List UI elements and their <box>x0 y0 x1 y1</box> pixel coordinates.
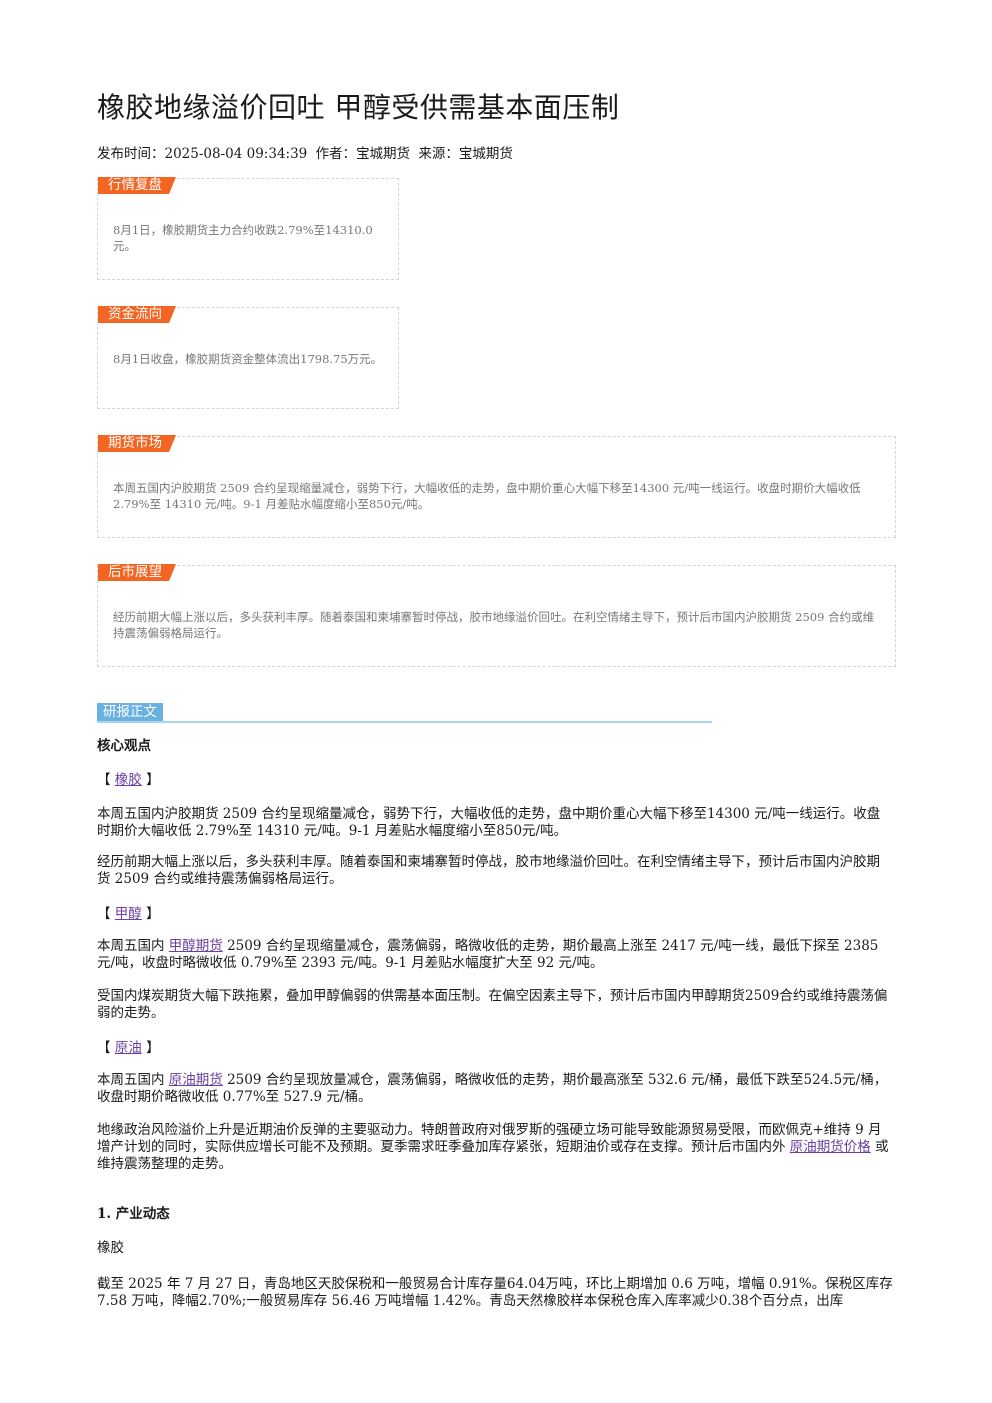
industry-paragraph-1: 截至 2025 年 7 月 27 日，青岛地区天胶保税和一般贸易合计库存量64.… <box>97 1276 893 1309</box>
publish-time: 2025-08-04 09:34:39 <box>164 146 308 162</box>
author-label: 作者： <box>315 146 357 162</box>
methanol-futures-link[interactable]: 甲醇期货 <box>168 938 223 954</box>
capital-flow-text: 8月1日收盘，橡胶期货资金整体流出1798.75万元。 <box>113 352 383 366</box>
methanol-link[interactable]: 甲醇 <box>114 906 142 922</box>
core-view-title: 核心观点 <box>97 738 151 754</box>
futures-market-tag: 期货市场 <box>98 435 176 452</box>
bracket-close: 】 <box>146 772 160 788</box>
outlook-box: 后市展望 经历前期大幅上涨以后，多头获利丰厚。随着泰国和柬埔寨暂时停战，胶市地缘… <box>97 565 896 667</box>
report-section-bar: 研报正文 <box>97 703 712 723</box>
source: 宝城期货 <box>458 146 513 162</box>
futures-market-text: 本周五国内沪胶期货 2509 合约呈现缩量减仓，弱势下行，大幅收低的走势，盘中期… <box>113 481 861 511</box>
article-meta: 发布时间：2025-08-04 09:34:39 作者：宝城期货 来源：宝城期货 <box>97 142 517 162</box>
rubber-paragraph-1: 本周五国内沪胶期货 2509 合约呈现缩量减仓，弱势下行，大幅收低的走势，盘中期… <box>97 806 881 839</box>
market-review-text: 8月1日，橡胶期货主力合约收跌2.79%至14310.0元。 <box>113 223 373 253</box>
publish-label: 发布时间： <box>97 146 165 162</box>
methanol-paragraph-1: 本周五国内 甲醇期货 2509 合约呈现缩量减仓，震荡偏弱，略微收低的走势，期价… <box>97 938 893 972</box>
rubber-paragraph-2: 经历前期大幅上涨以后，多头获利丰厚。随着泰国和柬埔寨暂时停战，胶市地缘溢价回吐。… <box>97 854 880 887</box>
rubber-heading: 【 橡胶 】 <box>97 772 893 789</box>
market-review-tag: 行情复盘 <box>98 177 176 194</box>
crude-heading: 【 原油 】 <box>97 1040 893 1057</box>
industry-subtitle: 橡胶 <box>97 1240 124 1256</box>
crude-price-link[interactable]: 原油期货价格 <box>789 1139 871 1155</box>
crude-paragraph-1: 本周五国内 原油期货 2509 合约呈现放量减仓，震荡偏弱，略微收低的走势，期价… <box>97 1072 893 1106</box>
crude-futures-link[interactable]: 原油期货 <box>168 1072 223 1088</box>
methanol-p1-rest: 2509 合约呈现缩量减仓，震荡偏弱，略微收低的走势，期价最高上涨至 2417 … <box>97 938 879 971</box>
crude-p1-rest: 2509 合约呈现放量减仓，震荡偏弱，略微收低的走势，期价最高涨至 532.6 … <box>97 1072 888 1105</box>
rubber-link[interactable]: 橡胶 <box>114 772 142 788</box>
capital-flow-box: 资金流向 8月1日收盘，橡胶期货资金整体流出1798.75万元。 <box>97 307 399 409</box>
crude-p2-prefix: 地缘政治风险溢价上升是近期油价反弹的主要驱动力。特朗普政府对俄罗斯的强硬立场可能… <box>97 1122 882 1155</box>
bracket-open: 【 <box>97 906 111 922</box>
source-label: 来源： <box>418 146 459 162</box>
crude-p2-rest: 或维持震荡整理的走势。 <box>97 1139 889 1172</box>
industry-title: 1. 产业动态 <box>97 1206 170 1222</box>
bracket-open: 【 <box>97 1040 111 1056</box>
methanol-p1-prefix: 本周五国内 <box>97 938 169 954</box>
bracket-open: 【 <box>97 772 111 788</box>
methanol-paragraph-2: 受国内煤炭期货大幅下跌拖累，叠加甲醇偏弱的供需基本面压制。在偏空因素主导下，预计… <box>97 988 888 1021</box>
methanol-heading: 【 甲醇 】 <box>97 906 893 923</box>
bracket-close: 】 <box>146 1040 160 1056</box>
futures-market-box: 期货市场 本周五国内沪胶期货 2509 合约呈现缩量减仓，弱势下行，大幅收低的走… <box>97 436 896 538</box>
capital-flow-tag: 资金流向 <box>98 306 176 323</box>
report-tag: 研报正文 <box>97 703 163 721</box>
outlook-tag: 后市展望 <box>98 564 176 581</box>
page-title: 橡胶地缘溢价回吐 甲醇受供需基本面压制 <box>97 91 620 124</box>
crude-paragraph-2: 地缘政治风险溢价上升是近期油价反弹的主要驱动力。特朗普政府对俄罗斯的强硬立场可能… <box>97 1122 893 1173</box>
crude-link[interactable]: 原油 <box>114 1040 142 1056</box>
outlook-text: 经历前期大幅上涨以后，多头获利丰厚。随着泰国和柬埔寨暂时停战，胶市地缘溢价回吐。… <box>113 610 875 640</box>
crude-p1-prefix: 本周五国内 <box>97 1072 169 1088</box>
bracket-close: 】 <box>146 906 160 922</box>
author: 宝城期货 <box>356 146 411 162</box>
market-review-box: 行情复盘 8月1日，橡胶期货主力合约收跌2.79%至14310.0元。 <box>97 178 399 280</box>
